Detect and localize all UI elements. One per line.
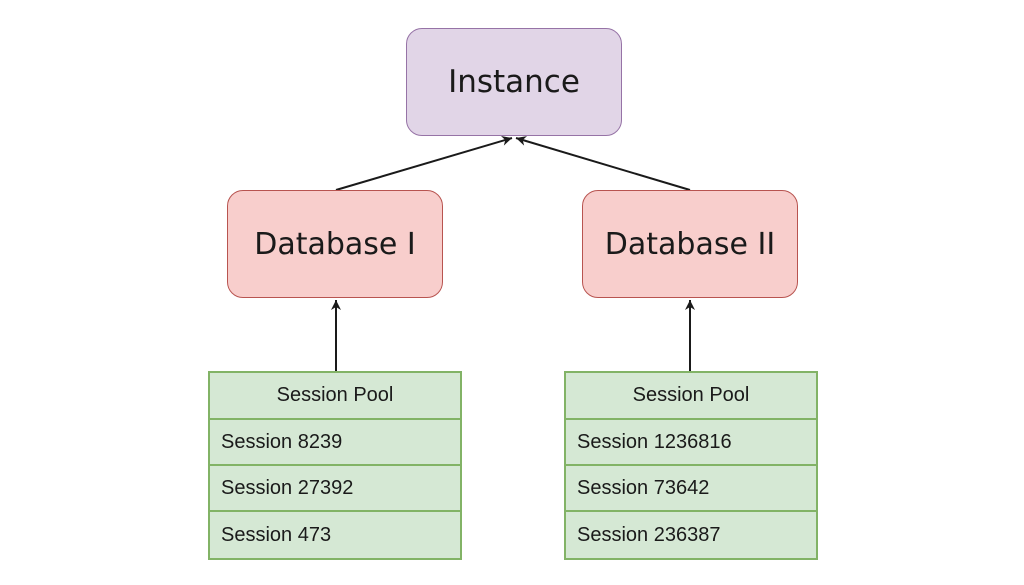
session-row: Session 27392 bbox=[210, 466, 460, 512]
instance-node: Instance bbox=[406, 28, 622, 136]
session-pool-2: Session Pool Session 1236816 Session 736… bbox=[564, 371, 818, 560]
arrow-db1-to-instance bbox=[335, 136, 513, 191]
session-row: Session 1236816 bbox=[566, 420, 816, 466]
session-row: Session 8239 bbox=[210, 420, 460, 466]
session-row: Session 236387 bbox=[566, 512, 816, 558]
session-row: Session 73642 bbox=[566, 466, 816, 512]
arrow-db2-to-instance bbox=[515, 136, 691, 191]
session-pool-title: Session Pool bbox=[566, 373, 816, 420]
session-pool-1: Session Pool Session 8239 Session 27392 … bbox=[208, 371, 462, 560]
session-row: Session 473 bbox=[210, 512, 460, 558]
database-node-1: Database I bbox=[227, 190, 443, 298]
session-pool-title: Session Pool bbox=[210, 373, 460, 420]
database-node-2: Database II bbox=[582, 190, 798, 298]
